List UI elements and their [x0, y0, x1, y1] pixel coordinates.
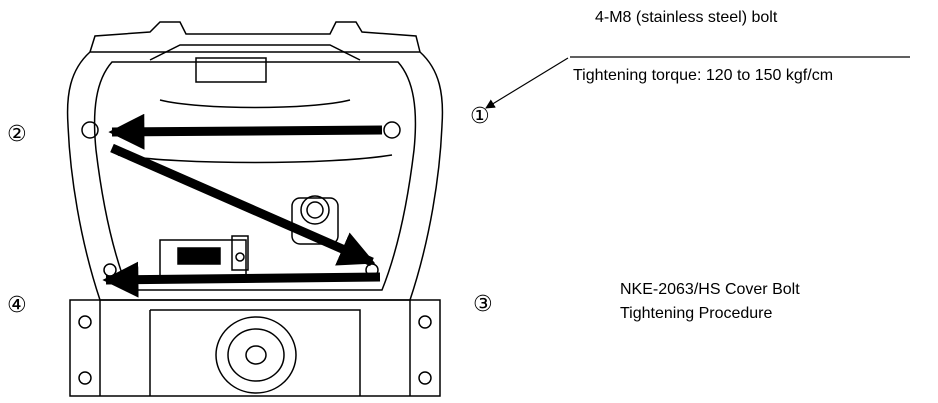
- arrow-step-1-to-2: [108, 113, 383, 150]
- device-cover: [66, 21, 444, 301]
- arrow-step-3-to-4: [102, 261, 381, 298]
- step-3-label: ③: [473, 292, 493, 317]
- mounting-base: [69, 299, 441, 397]
- step-2-label: ②: [7, 122, 27, 147]
- caption-subtitle: Tightening Procedure: [620, 305, 773, 322]
- caption-title: NKE-2063/HS Cover Bolt: [620, 281, 800, 298]
- spec-leader: [485, 56, 910, 109]
- bolt-spec: 4-M8 (stainless steel) bolt: [595, 9, 778, 26]
- step-1-label: ①: [470, 104, 490, 129]
- step-4-label: ④: [7, 293, 27, 318]
- arrow-step-2-to-3: [110, 143, 376, 267]
- tightening-arrows: [102, 113, 383, 298]
- torque-spec: Tightening torque: 120 to 150 kgf/cm: [573, 67, 834, 84]
